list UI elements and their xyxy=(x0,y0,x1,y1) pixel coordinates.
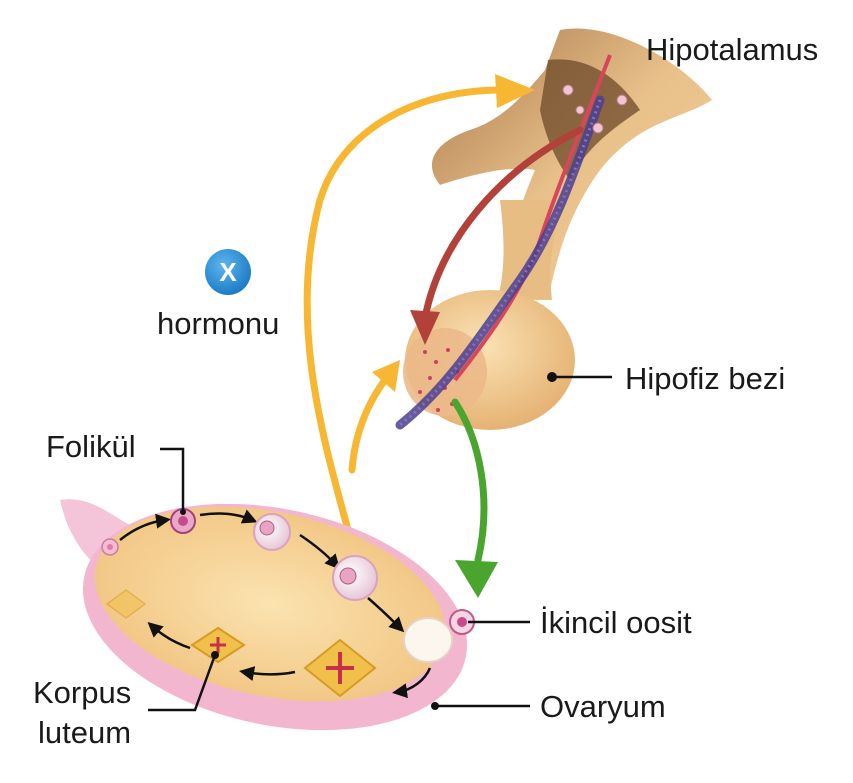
red-arrow xyxy=(421,126,584,322)
label-secondary-oocyte: İkincil oosit xyxy=(540,605,692,640)
yellow-arrow-to-hypothalamus xyxy=(303,86,504,549)
pointer-follicle xyxy=(160,447,185,510)
ovary xyxy=(60,499,475,731)
corpus-luteum-large xyxy=(303,638,377,698)
secondary-follicle xyxy=(253,513,291,551)
corpus-luteum-small xyxy=(190,626,246,664)
pointer-dot-ovary xyxy=(431,702,439,710)
brain-structure xyxy=(395,28,712,430)
corpus-albicans xyxy=(105,589,147,619)
yellow-arrowhead-hypothalamus xyxy=(495,74,535,108)
ovarian-cycle-arrows xyxy=(119,509,432,699)
secondary-oocyte-cell xyxy=(449,609,475,635)
pointer-dot-follicle xyxy=(180,509,186,515)
hormone-x-badge: X xyxy=(205,249,251,295)
primary-follicle xyxy=(170,508,196,534)
ruptured-follicle xyxy=(403,617,453,663)
red-arrowhead xyxy=(410,310,440,345)
blood-vessel xyxy=(395,95,605,430)
yellow-arrow-to-pituitary xyxy=(348,376,389,474)
mature-follicle xyxy=(332,555,378,601)
pointer-dot-pituitary xyxy=(547,372,557,382)
label-follicle: Folikül xyxy=(46,429,136,464)
primordial-follicle xyxy=(101,538,119,556)
label-corpus-line1: Korpus xyxy=(33,675,132,710)
neurons xyxy=(562,84,628,134)
yellow-arrowhead-pituitary xyxy=(372,360,400,392)
label-hypothalamus: Hipotalamus xyxy=(646,32,819,67)
label-pointers xyxy=(148,375,612,712)
green-arrow xyxy=(451,398,488,564)
label-pituitary-gland: Hipofiz bezi xyxy=(625,361,786,396)
label-ovary: Ovaryum xyxy=(540,689,666,724)
green-arrowhead xyxy=(455,560,498,598)
label-hormone: hormonu xyxy=(157,306,280,341)
label-corpus-line2: luteum xyxy=(38,715,132,750)
pointer-dot-corpus xyxy=(211,651,219,659)
pointer-corpus-luteum xyxy=(148,654,217,712)
